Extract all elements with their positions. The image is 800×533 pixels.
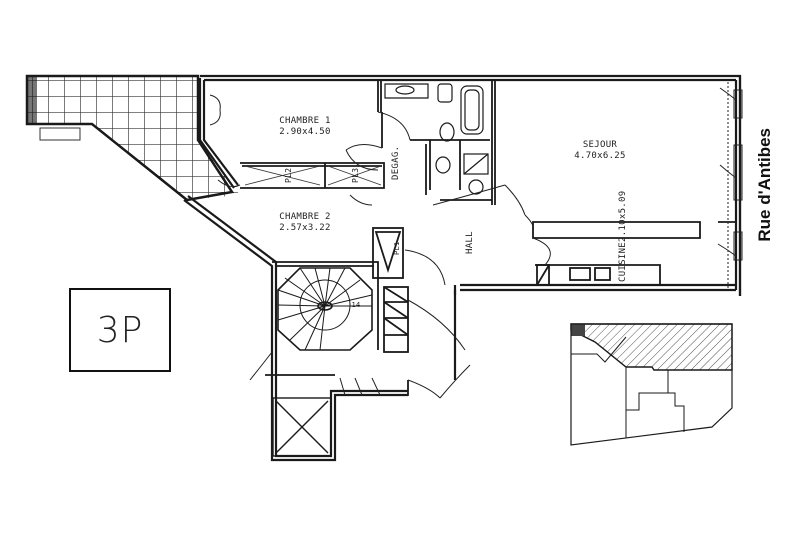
room-chambre-2: CHAMBRE 2 2.57x3.22: [270, 212, 340, 234]
room-degag: DEGAG.: [391, 143, 403, 183]
terrace: [25, 74, 240, 202]
closet-pl1: PL1: [393, 241, 401, 255]
street-name: Rue d'Antibes: [755, 128, 774, 242]
room-size: 2.90x4.50: [279, 127, 331, 137]
street-label: Rue d'Antibes: [752, 110, 778, 260]
closet-pl2: PL2: [284, 167, 293, 183]
room-name: CHAMBRE 2: [279, 212, 331, 222]
room-hall: HALL: [465, 228, 477, 258]
room-size: 4.70x6.25: [574, 151, 626, 161]
room-size: 2.10x5.09: [618, 190, 628, 242]
room-name: SEJOUR: [582, 140, 618, 150]
apartment-type-text: 3P: [96, 309, 144, 351]
room-cuisine: CUISINE 2.10x5.09: [618, 191, 642, 283]
bathroom-fixtures: [384, 83, 489, 195]
spiral-staircase: [277, 267, 373, 351]
outer-walls: [183, 74, 742, 462]
stair-step-marker: 14: [351, 301, 361, 309]
interior-walls: [240, 79, 736, 396]
room-size: 2.57x3.22: [279, 223, 331, 233]
apartment-type-badge: 3P: [69, 288, 171, 372]
elevator-shaft: [272, 397, 332, 457]
room-name: CUISINE: [618, 241, 628, 282]
room-name: HALL: [465, 231, 475, 255]
closet-pl3: PL3: [351, 167, 360, 183]
windows: [727, 82, 743, 290]
site-plan-inset: [570, 323, 733, 446]
room-name: DEGAG.: [391, 145, 401, 181]
room-name: CHAMBRE 1: [279, 116, 331, 126]
room-chambre-1: CHAMBRE 1 2.90x4.50: [270, 116, 340, 138]
door-swings: [209, 87, 737, 399]
room-sejour: SEJOUR 4.70x6.25: [565, 140, 635, 162]
closet-marks: [244, 165, 382, 186]
